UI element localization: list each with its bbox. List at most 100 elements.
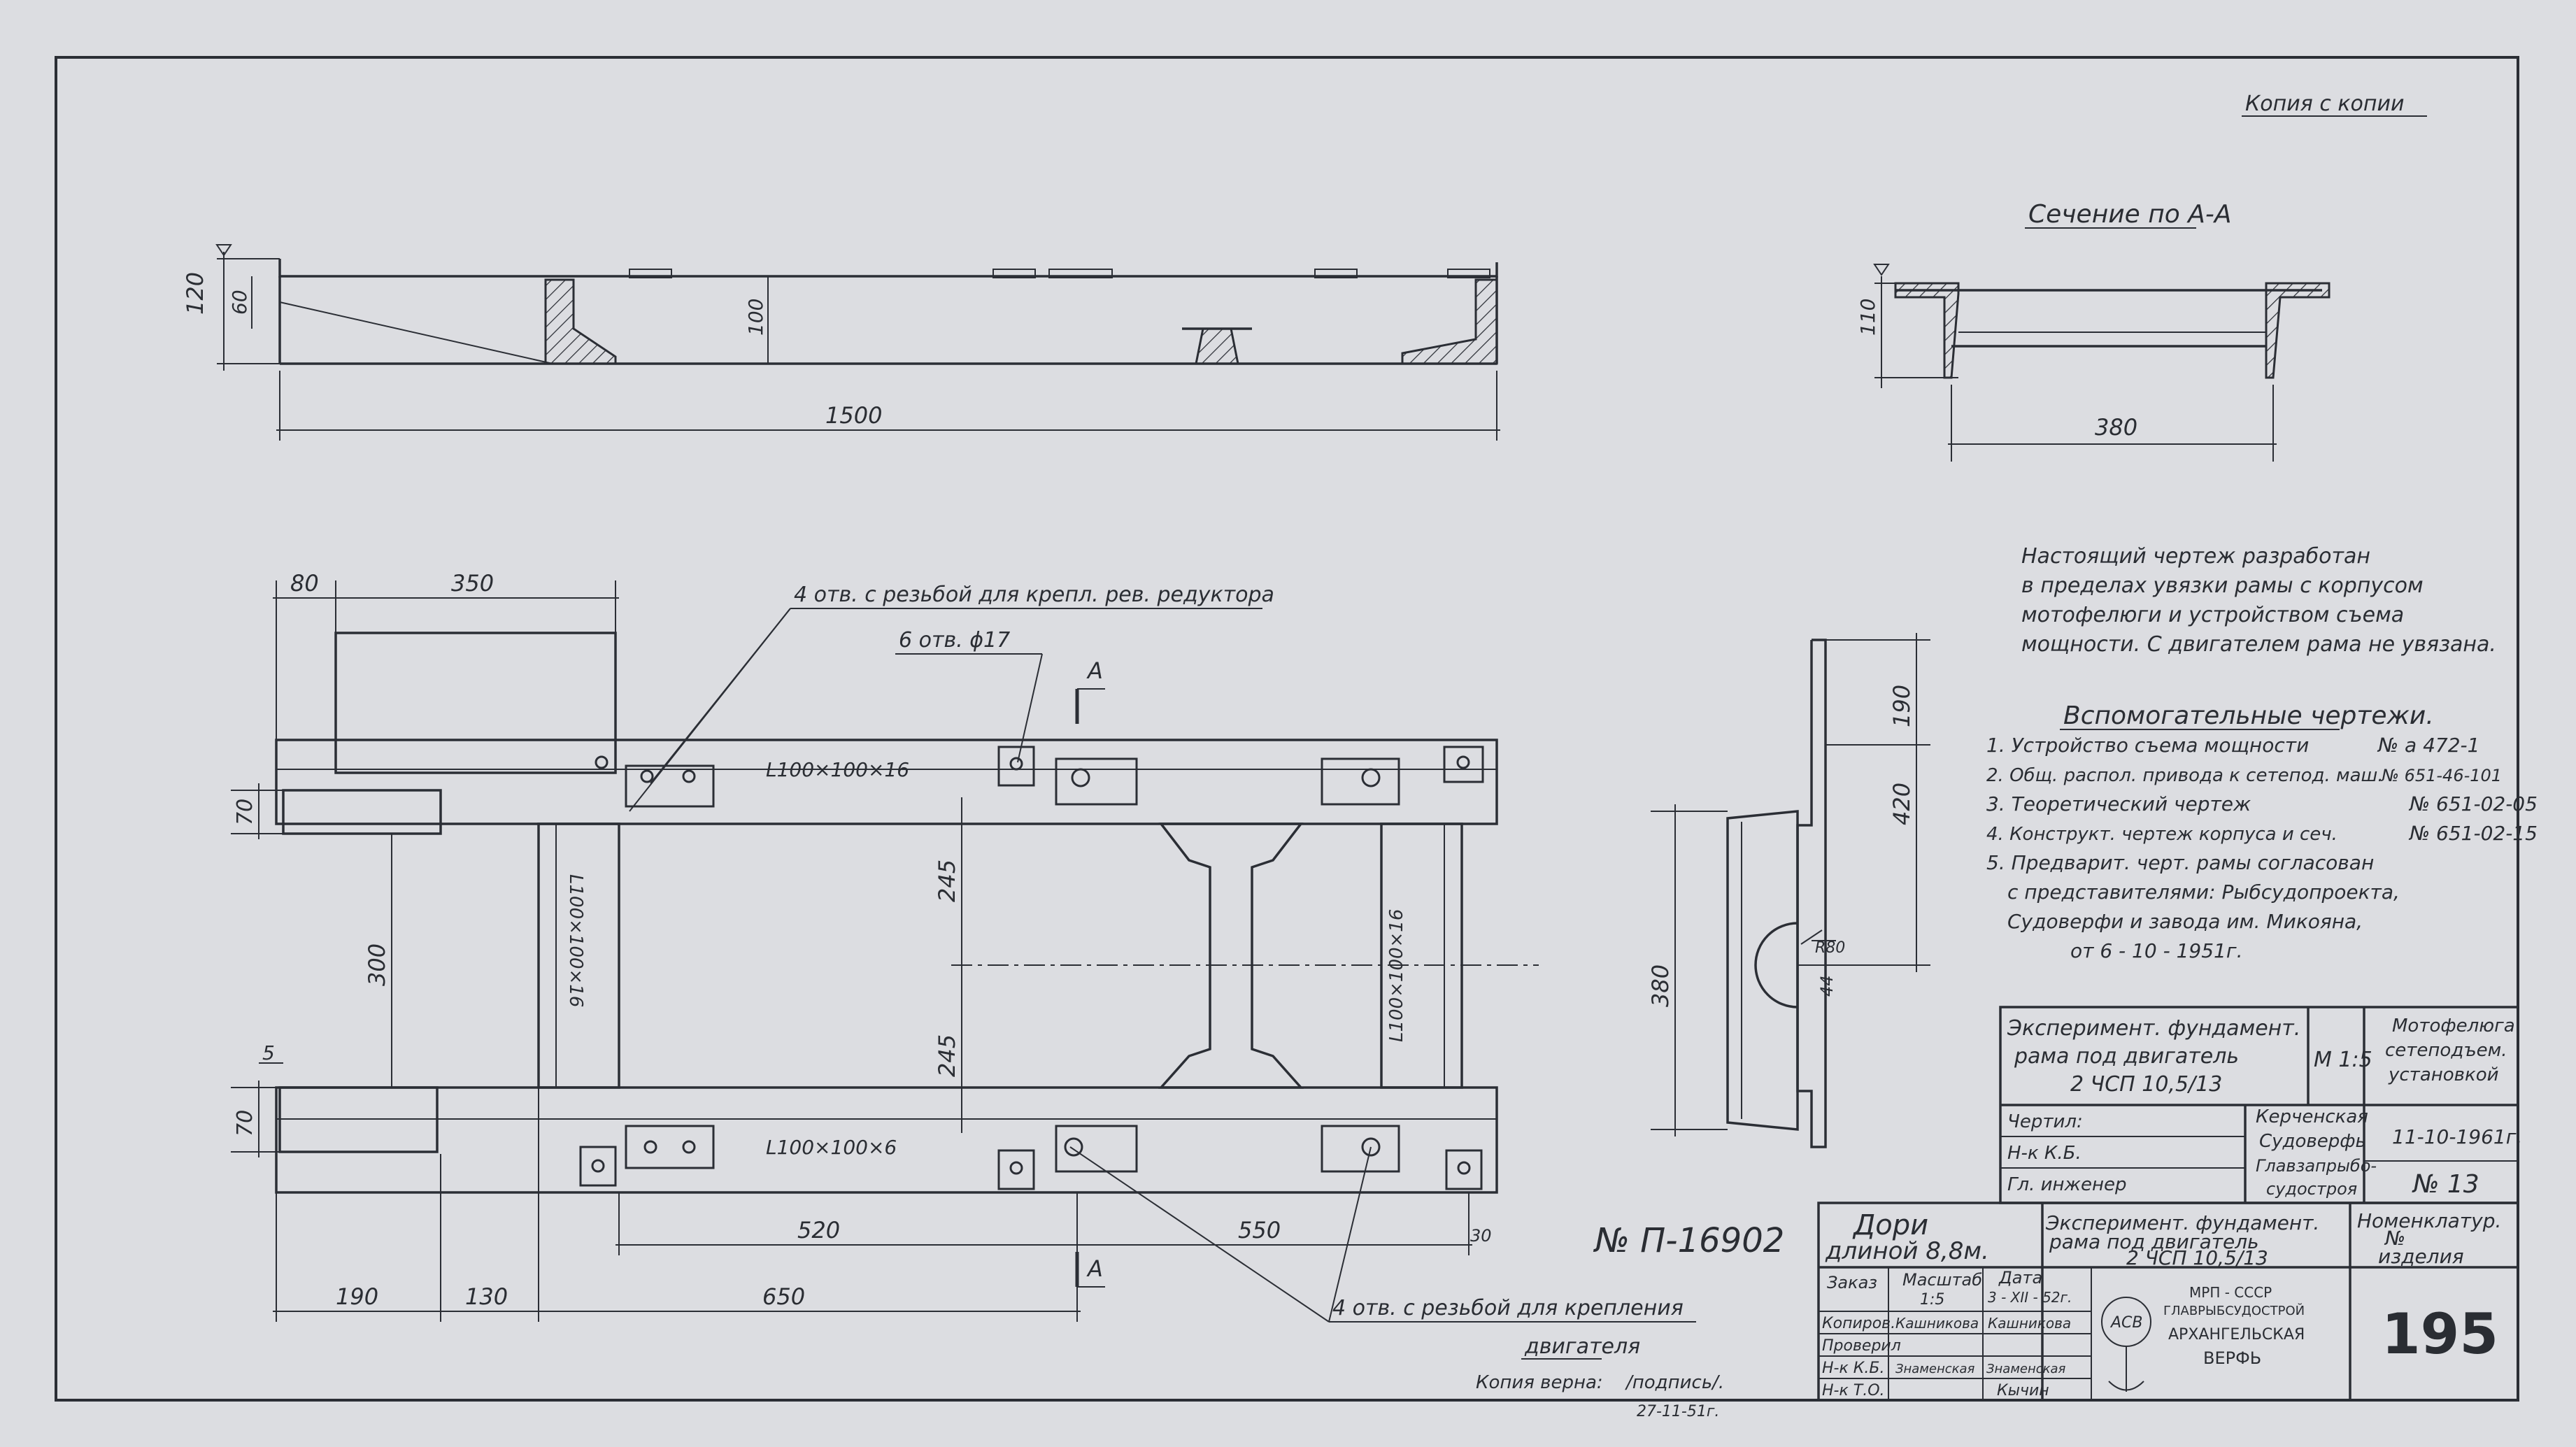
svg-text:двигателя: двигателя xyxy=(1524,1334,1640,1359)
svg-text:Кычин: Кычин xyxy=(1997,1382,2049,1399)
svg-text:№ 651-02-05: № 651-02-05 xyxy=(2408,792,2538,815)
svg-text:4 отв. с резьбой для крепл. ре: 4 отв. с резьбой для крепл. рев. редукто… xyxy=(794,583,1274,607)
svg-text:Эксперимент. фундамент.: Эксперимент. фундамент. xyxy=(2045,1211,2319,1234)
svg-text:195: 195 xyxy=(2382,1302,2498,1367)
drawing-number: № П-16902 xyxy=(1593,1221,1784,1260)
elevation-view: 120 60 100 1500 xyxy=(182,244,1500,441)
svg-text:190: 190 xyxy=(336,1283,378,1310)
side-view: 190 420 380 R80 44 xyxy=(1647,633,1930,1148)
svg-text:с представителями: Рыбсудопрое: с представителями: Рыбсудопроекта, xyxy=(2007,881,2400,904)
notes: Настоящий чертеж разработан в пределах у… xyxy=(1986,544,2538,962)
svg-text:L100×100×16: L100×100×16 xyxy=(766,758,909,781)
svg-text:М 1:5: М 1:5 xyxy=(2314,1048,2372,1072)
shipyard-logo-icon: АСВ xyxy=(2101,1297,2151,1392)
svg-text:1:5: 1:5 xyxy=(1920,1291,1944,1309)
svg-text:2 ЧСП 10,5/13: 2 ЧСП 10,5/13 xyxy=(2126,1246,2268,1269)
stamp-lower: Дори длиной 8,8м. Эксперимент. фундамент… xyxy=(1817,1202,2519,1402)
svg-text:изделия: изделия xyxy=(2378,1245,2464,1268)
certify-text: Копия верна: xyxy=(1476,1372,1603,1393)
svg-text:11-10-1961г.: 11-10-1961г. xyxy=(2392,1125,2522,1148)
svg-text:Эксперимент. фундамент.: Эксперимент. фундамент. xyxy=(2007,1016,2300,1041)
svg-text:Настоящий чертеж разработан: Настоящий чертеж разработан xyxy=(2021,544,2370,569)
drawing-border xyxy=(55,56,2519,1402)
svg-text:3 - XII - 52г.: 3 - XII - 52г. xyxy=(1988,1289,2072,1306)
svg-text:Номенклатур.: Номенклатур. xyxy=(2357,1209,2501,1232)
svg-text:Н-к Т.О.: Н-к Т.О. xyxy=(1822,1382,1885,1399)
svg-text:60: 60 xyxy=(228,290,251,315)
svg-text:Дата: Дата xyxy=(1998,1268,2042,1288)
svg-text:5: 5 xyxy=(262,1041,275,1064)
svg-text:мотофелюги и устройством съема: мотофелюги и устройством съема xyxy=(2021,603,2404,627)
svg-text:650: 650 xyxy=(762,1283,805,1310)
svg-text:№: № xyxy=(2384,1227,2405,1250)
svg-text:Масштаб: Масштаб xyxy=(1902,1270,1982,1290)
svg-text:L100×100×16: L100×100×16 xyxy=(565,874,586,1007)
stamp-upper: Эксперимент. фундамент. рама под двигате… xyxy=(1999,1006,2522,1204)
svg-text:245: 245 xyxy=(934,1034,960,1077)
svg-text:Заказ: Заказ xyxy=(1827,1273,1877,1292)
svg-text:№ 651-46-101: № 651-46-101 xyxy=(2380,766,2502,785)
svg-text:30: 30 xyxy=(1470,1226,1492,1246)
svg-text:рама под двигатель: рама под двигатель xyxy=(2049,1230,2259,1253)
svg-text:Чертил:: Чертил: xyxy=(2007,1111,2083,1132)
svg-text:рама под двигатель: рама под двигатель xyxy=(2014,1044,2239,1069)
plan-view: L100×100×16 L100×100×6 L100×100×16 L100×… xyxy=(231,570,1696,1360)
svg-text:130: 130 xyxy=(465,1283,508,1310)
svg-text:100: 100 xyxy=(744,299,767,336)
svg-text:520: 520 xyxy=(797,1217,840,1243)
svg-text:6 отв. ϕ17: 6 отв. ϕ17 xyxy=(899,628,1010,653)
copy-note: Копия с копии xyxy=(2245,92,2404,116)
svg-text:Вспомогательные чертежи.: Вспомогательные чертежи. xyxy=(2063,701,2434,730)
svg-text:380: 380 xyxy=(2095,414,2137,441)
svg-text:МРП - СССР: МРП - СССР xyxy=(2189,1284,2272,1301)
svg-text:АСВ: АСВ xyxy=(2109,1314,2143,1332)
svg-text:4 отв. с резьбой для крепления: 4 отв. с резьбой для крепления xyxy=(1332,1296,1684,1320)
svg-text:70: 70 xyxy=(233,1110,257,1136)
svg-text:L100×100×6: L100×100×6 xyxy=(766,1136,897,1159)
svg-text:Кашникова: Кашникова xyxy=(1988,1315,2071,1332)
svg-text:300: 300 xyxy=(364,943,390,986)
svg-text:в пределах увязки рамы с корпу: в пределах увязки рамы с корпусом xyxy=(2021,573,2424,598)
svg-text:ВЕРФЬ: ВЕРФЬ xyxy=(2203,1348,2261,1368)
svg-text:110: 110 xyxy=(1856,299,1879,336)
svg-text:АРХАНГЕЛЬСКАЯ: АРХАНГЕЛЬСКАЯ xyxy=(2168,1326,2305,1343)
svg-text:3. Теоретический чертеж: 3. Теоретический чертеж xyxy=(1986,792,2251,815)
svg-text:от 6 - 10 - 1951г.: от 6 - 10 - 1951г. xyxy=(2070,939,2242,962)
svg-text:А: А xyxy=(1086,1255,1103,1282)
svg-text:Знаменская: Знаменская xyxy=(1895,1362,1975,1376)
svg-text:№ 651-02-15: № 651-02-15 xyxy=(2408,822,2538,845)
svg-text:44: 44 xyxy=(1817,975,1837,997)
svg-text:Главзапрыбо-: Главзапрыбо- xyxy=(2256,1156,2377,1176)
svg-text:420: 420 xyxy=(1888,783,1915,825)
svg-text:350: 350 xyxy=(451,570,494,597)
svg-text:сетеподъем.: сетеподъем. xyxy=(2385,1040,2507,1061)
svg-text:80: 80 xyxy=(290,570,319,597)
svg-text:5. Предварит. черт. рамы согла: 5. Предварит. черт. рамы согласован xyxy=(1986,851,2374,874)
svg-text:А: А xyxy=(1086,657,1103,684)
svg-text:Судоверфь: Судоверфь xyxy=(2259,1131,2366,1152)
svg-text:27-11-51г.: 27-11-51г. xyxy=(1637,1403,1719,1420)
svg-text:R80: R80 xyxy=(1815,939,1845,957)
svg-text:Сечение по А-А: Сечение по А-А xyxy=(2028,200,2231,229)
svg-text:120: 120 xyxy=(182,272,208,315)
svg-text:4. Конструкт. чертеж корпуса и: 4. Конструкт. чертеж корпуса и сеч. xyxy=(1986,824,2337,845)
svg-text:/подпись/.: /подпись/. xyxy=(1625,1372,1724,1393)
svg-text:1500: 1500 xyxy=(825,402,882,429)
svg-text:2. Общ. распол. привода к сете: 2. Общ. распол. привода к сетепод. маш. xyxy=(1986,765,2384,786)
svg-text:Копиров.: Копиров. xyxy=(1822,1315,1895,1332)
svg-text:Кашникова: Кашникова xyxy=(1895,1315,1979,1332)
svg-text:550: 550 xyxy=(1238,1217,1281,1243)
svg-text:установкой: установкой xyxy=(2388,1064,2499,1085)
svg-text:2 ЧСП 10,5/13: 2 ЧСП 10,5/13 xyxy=(2070,1072,2222,1097)
svg-text:Н-к К.Б.: Н-к К.Б. xyxy=(1822,1360,1884,1377)
svg-text:Мотофелюга: Мотофелюга xyxy=(2392,1015,2515,1036)
svg-text:длиной 8,8м.: длиной 8,8м. xyxy=(1825,1237,1989,1265)
svg-text:Керченская: Керченская xyxy=(2256,1106,2368,1127)
svg-text:ГЛАВРЫБСУДОСТРОЙ: ГЛАВРЫБСУДОСТРОЙ xyxy=(2163,1303,2305,1318)
svg-text:Гл. инженер: Гл. инженер xyxy=(2007,1174,2126,1195)
svg-text:1. Устройство съема мощности: 1. Устройство съема мощности xyxy=(1986,734,2309,757)
svg-text:Н-к К.Б.: Н-к К.Б. xyxy=(2007,1143,2082,1164)
svg-text:Дори: Дори xyxy=(1852,1209,1928,1241)
svg-text:L100×100×16: L100×100×16 xyxy=(1386,909,1407,1042)
